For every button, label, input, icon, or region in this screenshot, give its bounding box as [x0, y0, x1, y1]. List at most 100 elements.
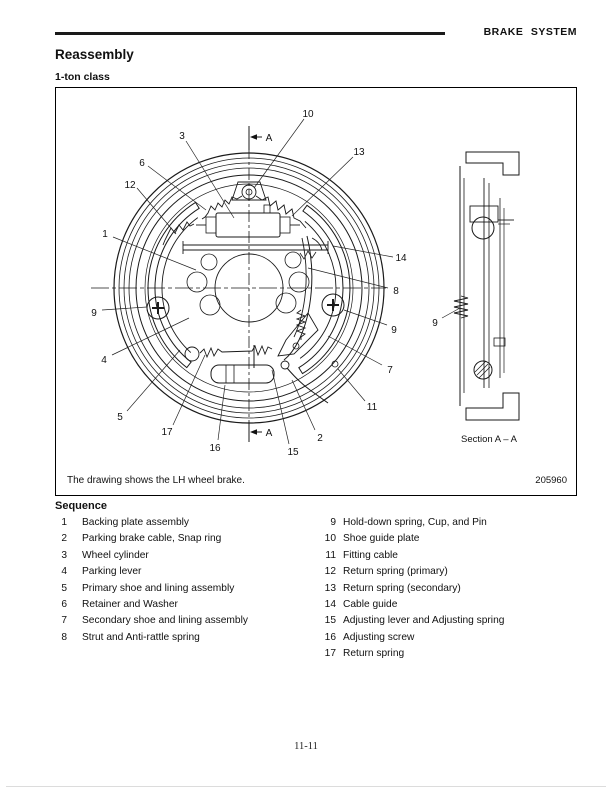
sequence-item-label: Strut and Anti-rattle spring: [82, 631, 200, 643]
page-title: Reassembly: [55, 47, 134, 62]
sequence-item: 1 Backing plate assembly: [55, 515, 248, 531]
sequence-item: 4 Parking lever: [55, 564, 248, 580]
header-rule: [55, 32, 445, 35]
callout-5: 5: [117, 412, 123, 423]
sequence-item-label: Adjusting lever and Adjusting spring: [343, 615, 505, 627]
callout-6: 6: [139, 158, 145, 169]
callout-16: 16: [209, 443, 221, 454]
sequence-item-label: Hold-down spring, Cup, and Pin: [343, 517, 487, 528]
section-view-label: Section A – A: [461, 434, 518, 445]
callout-14: 14: [395, 253, 407, 264]
sequence-item: 8 Strut and Anti-rattle spring: [55, 630, 248, 646]
chapter-title: BRAKE SYSTEM: [483, 26, 577, 38]
parking-lever-cable: [280, 235, 339, 404]
callout-15: 15: [287, 447, 299, 458]
sequence-item-number: 3: [61, 549, 67, 561]
callout-17: 17: [161, 427, 173, 438]
callout-4: 4: [101, 355, 107, 366]
section-view: Section A – A: [453, 151, 520, 445]
callout-9-right: 9: [391, 325, 397, 336]
sequence-item-number: 10: [324, 533, 336, 545]
adjusting-screw: [184, 345, 275, 384]
sequence-item: 5 Primary shoe and lining assembly: [55, 581, 248, 597]
sequence-item-label: Parking brake cable, Snap ring: [82, 533, 222, 545]
brake-diagram: A A: [91, 109, 520, 458]
figure-caption: The drawing shows the LH wheel brake.: [67, 475, 245, 486]
sequence-item: 12 Return spring (primary): [324, 564, 504, 580]
sequence-item-label: Cable guide: [343, 599, 398, 611]
sequence-item: 16 Adjusting screw: [324, 630, 504, 646]
sequence-item-number: 17: [324, 648, 336, 660]
hold-down-pins: [146, 293, 345, 320]
sequence-item: 7 Secondary shoe and lining assembly: [55, 613, 248, 629]
figure-number: 205960: [535, 475, 567, 486]
callout-12: 12: [124, 180, 136, 191]
sequence-item: 6 Retainer and Washer: [55, 597, 248, 613]
sequence-item-label: Shoe guide plate: [343, 533, 420, 545]
callout-8: 8: [393, 286, 399, 297]
callout-leaders: [101, 118, 461, 445]
adjusting-lever: [277, 312, 319, 357]
sequence-item-number: 2: [61, 533, 67, 545]
section-marker-label-top: A: [266, 133, 273, 144]
sequence-item-label: Primary shoe and lining assembly: [82, 582, 235, 594]
callout-11: 11: [367, 402, 378, 413]
sequence-item-label: Backing plate assembly: [82, 517, 190, 528]
sequence-item-number: 12: [324, 566, 336, 578]
sequence-item-number: 8: [61, 631, 67, 643]
sequence-item: 10 Shoe guide plate: [324, 531, 504, 547]
strut-bar: [182, 241, 329, 260]
sequence-item: 3 Wheel cylinder: [55, 548, 248, 564]
sequence-item-number: 5: [61, 582, 67, 594]
sequence-item-number: 6: [61, 599, 67, 611]
backing-plate-holes: [186, 251, 310, 323]
scan-artifact-line: [6, 786, 606, 787]
shoe-guide-plate: [231, 181, 267, 201]
sequence-item: 17 Return spring: [324, 646, 504, 662]
callout-9-left: 9: [91, 308, 97, 319]
return-springs: [162, 195, 307, 359]
sequence-item-number: 14: [324, 599, 336, 611]
callout-1: 1: [102, 229, 108, 240]
sequence-item-label: Retainer and Washer: [82, 599, 178, 611]
callout-3: 3: [179, 131, 185, 142]
sequence-item: 14 Cable guide: [324, 597, 504, 613]
callout-2: 2: [317, 433, 323, 444]
sequence-item-label: Secondary shoe and lining assembly: [82, 615, 248, 627]
sequence-item-label: Return spring (secondary): [343, 582, 461, 594]
sequence-item-number: 15: [324, 615, 336, 627]
callout-7: 7: [387, 365, 393, 376]
page-number: 11-11: [294, 741, 318, 752]
callout-numbers: 1 3 6 12 10 13 14 8 9 9 4 7 5 11 17 16 1…: [91, 109, 438, 458]
section-marker-bottom: A: [248, 422, 273, 442]
sequence-item: 9 Hold-down spring, Cup, and Pin: [324, 515, 504, 531]
sequence-item-label: Wheel cylinder: [82, 549, 149, 561]
sequence-item-number: 11: [325, 549, 336, 561]
sequence-item-label: Fitting cable: [343, 549, 398, 561]
section-marker-label-bottom: A: [266, 428, 273, 439]
callout-13: 13: [353, 147, 365, 158]
callout-9-section: 9: [432, 318, 438, 329]
sequence-item-label: Parking lever: [82, 566, 142, 578]
sequence-column-right: 9 Hold-down spring, Cup, and Pin 10 Shoe g…: [324, 515, 505, 663]
figure-box: A A: [55, 87, 577, 496]
sequence-item: 11 Fitting cable: [324, 548, 504, 564]
section-marker-top: A: [248, 126, 273, 150]
sequence-item-label: Return spring: [343, 648, 405, 660]
sequence-item-number: 7: [61, 615, 67, 627]
sequence-item-number: 9: [330, 517, 336, 528]
sequence-item-number: 16: [324, 631, 336, 643]
sequence-item-number: 1: [61, 517, 67, 528]
wheel-cylinder: [196, 204, 300, 238]
sequence-item-label: Return spring (primary): [343, 566, 448, 578]
center-lines: [91, 126, 386, 440]
sequence-item: 15 Adjusting lever and Adjusting spring: [324, 613, 505, 629]
sequence-item-label: Adjusting screw: [343, 631, 415, 643]
sequence-item-number: 13: [324, 582, 336, 594]
sequence-heading: Sequence: [55, 500, 107, 512]
callout-10: 10: [302, 109, 314, 120]
sequence-column-left: 1 Backing plate assembly 2 Parking brake c…: [55, 515, 248, 646]
sequence-item-number: 4: [61, 566, 67, 578]
sequence-item: 13 Return spring (secondary): [324, 581, 504, 597]
